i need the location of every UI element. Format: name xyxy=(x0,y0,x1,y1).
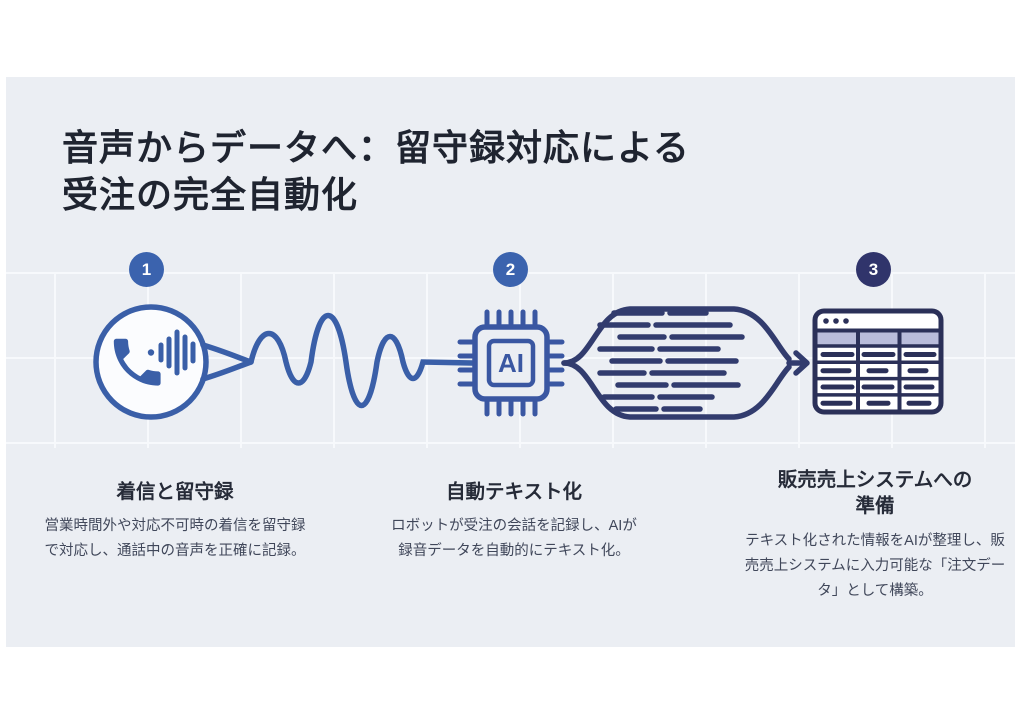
page-title: 音声からデータへ：留守録対応による 受注の完全自動化 xyxy=(62,124,690,218)
step-3-badge: 3 xyxy=(856,252,891,287)
step-2-text: 自動テキスト化 ロボットが受注の会話を記録し、AIが録音データを自動的にテキスト… xyxy=(386,479,642,564)
step-2-description: ロボットが受注の会話を記録し、AIが録音データを自動的にテキスト化。 xyxy=(391,518,637,560)
step-1-heading: 着信と留守録 xyxy=(116,481,234,503)
step-2-number: 2 xyxy=(505,259,516,279)
page-title-line-2: 受注の完全自動化 xyxy=(62,174,359,215)
step-3-heading-line-1: 販売売上システムへの xyxy=(777,469,973,491)
step-3-number: 3 xyxy=(868,259,879,279)
step-1-badge: 1 xyxy=(129,252,164,287)
transcript-flow-connector xyxy=(561,306,792,420)
step-1-description: 営業時間外や対応不可時の着信を留守録で対応し、通話中の音声を正確に記録。 xyxy=(44,518,306,560)
step-3-text: 販売売上システムへの 準備 テキスト化された情報をAIが整理し、販売売上システム… xyxy=(742,467,1008,603)
step-3-description: テキスト化された情報をAIが整理し、販売売上システムに入力可能な「注文データ」と… xyxy=(744,532,1006,599)
ai-chip-icon: AI xyxy=(457,309,565,417)
step-2-heading: 自動テキスト化 xyxy=(446,481,582,503)
sales-table-icon xyxy=(812,308,944,415)
page-title-line-1: 音声からデータへ：留守録対応による xyxy=(62,127,690,168)
ai-chip-label: AI xyxy=(498,348,524,378)
step-1-text: 着信と留守録 営業時間外や対応不可時の着信を留守録で対応し、通話中の音声を正確に… xyxy=(42,479,308,564)
process-flow-diagram: AI xyxy=(93,304,944,420)
phone-icon xyxy=(113,338,161,386)
step-3-heading: 販売売上システムへの 準備 xyxy=(742,467,1008,520)
voice-wave-bars-icon xyxy=(147,329,196,376)
step-1-number: 1 xyxy=(141,259,152,279)
arrow-icon xyxy=(786,350,810,376)
sound-wave-connector xyxy=(200,312,475,409)
step-2-badge: 2 xyxy=(493,252,528,287)
phone-voicemail-icon xyxy=(93,304,209,420)
step-3-heading-line-2: 準備 xyxy=(855,495,895,518)
transcript-text-lines-icon xyxy=(597,310,745,412)
